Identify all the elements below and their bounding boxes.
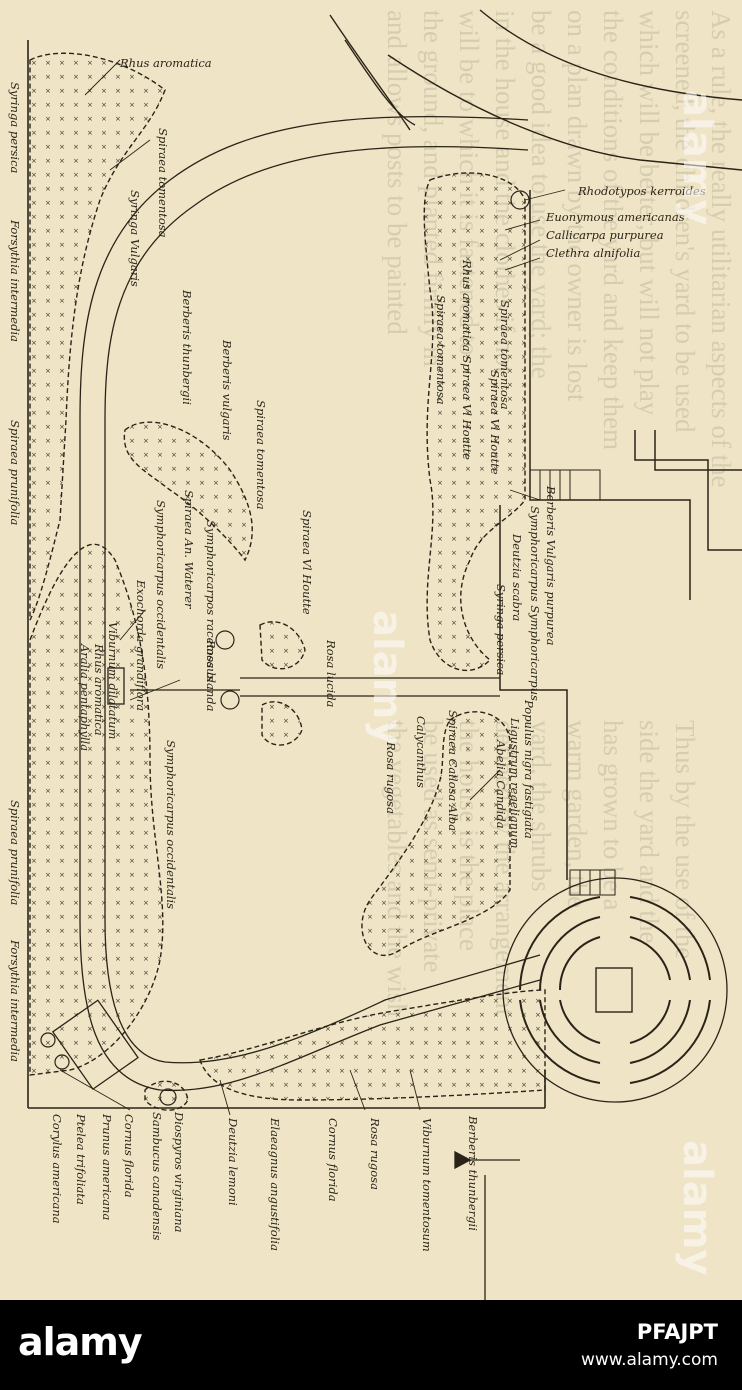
- plan-label: Berberis thunbergii: [180, 290, 194, 405]
- steps: [529, 469, 616, 896]
- plan-label: Spiraea An. Waterer: [182, 490, 196, 609]
- alamy-logo[interactable]: alamy: [18, 1320, 143, 1364]
- image-id: PFAJPT: [636, 1320, 718, 1344]
- north-arrow: [454, 1150, 520, 1300]
- planting-plan-drawing: ×: [27, 9, 742, 1300]
- plan-label: Spiraea tomentosa: [254, 400, 268, 510]
- plan-label: Aralia pentaphylla: [78, 644, 92, 752]
- plan-label: Rosa rugosa: [384, 742, 398, 814]
- plan-label: Symphoricarpus occidentalis: [154, 500, 168, 670]
- plan-label: Rhodotypos kerroides: [578, 184, 706, 198]
- plan-label: Syringa persica: [494, 584, 508, 676]
- plan-label: Abelia Candida: [494, 740, 508, 829]
- plan-label: Spiraea tomentosa: [156, 128, 170, 238]
- plan-label: Diospyros virginiana: [172, 1112, 186, 1233]
- plan-label: Rosa lucida: [324, 640, 338, 708]
- plan-label: Spiraea Callosa Alba: [446, 710, 460, 832]
- specimen-circles: [40, 190, 530, 1106]
- plan-label: Rhus aromatica Spiraea Vl Houtte: [460, 260, 474, 460]
- plan-label: Rosa rugosa: [368, 1118, 382, 1190]
- plan-label: Forsythia intermedia: [8, 220, 22, 343]
- plan-label: Exochorda grandiflora: [134, 580, 148, 712]
- plan-label: Viburnum tomentosum: [420, 1118, 434, 1252]
- plan-label: Symphoricarpus occidentalis: [164, 740, 178, 910]
- plan-label: Syringa Vulgaris: [128, 190, 142, 287]
- plan-label: Rhus aromatica: [92, 644, 106, 736]
- plan-label: Ligustrum regelianum: [508, 718, 522, 849]
- plan-label: Symphoricarpus Symphoricarpus: [528, 506, 542, 701]
- plan-label: Berberis Vulgaris purpurea: [544, 486, 558, 646]
- plan-label: Spiraea prunifolia: [8, 420, 22, 526]
- site-url[interactable]: www.alamy.com: [580, 1350, 718, 1370]
- plan-label: Cornus florida: [326, 1118, 340, 1202]
- plan-label: Populus nigra fastigiata: [522, 700, 536, 839]
- lawn-rectangle: [51, 667, 139, 1091]
- watermark: alamy: [674, 1140, 720, 1276]
- plan-label: Callicarpa purpurea: [546, 228, 664, 242]
- house-outline: [499, 190, 742, 880]
- watermark: alamy: [364, 610, 410, 746]
- plan-label: Clethra alnifolia: [546, 246, 641, 260]
- plan-label: Deutzia lemoni: [226, 1118, 240, 1206]
- plan-label: Sambucus canadensis: [150, 1112, 164, 1241]
- plan-label: Spiraea Vl Houtte: [488, 370, 502, 475]
- plan-label: Ptelea trifoliata: [74, 1114, 88, 1205]
- plan-label: Elaeagnus angustifolia: [268, 1118, 282, 1251]
- watermark: alamy: [674, 90, 720, 226]
- plan-label: Rosa blanda: [204, 640, 218, 712]
- plan-label: Rhus aromatica: [120, 56, 212, 70]
- plan-label: Spiraea prunifolia: [8, 800, 22, 906]
- plan-label: Berberis thunbergii: [466, 1116, 480, 1231]
- plan-label: Viburnum dilatatum: [106, 622, 120, 740]
- scanned-page: As a rule, the really utilitarian aspect…: [0, 0, 742, 1300]
- plan-label: Prunus americana: [100, 1114, 114, 1221]
- street-curves: [329, 9, 742, 171]
- plan-label: Berberis vulgaris: [220, 340, 234, 441]
- plan-label: Corylus americana: [50, 1114, 64, 1224]
- stock-footer-bar: alamy PFAJPT www.alamy.com: [0, 1300, 742, 1390]
- plan-label: Spiraea tomentosa: [434, 295, 448, 405]
- plan-label: Calycanthus: [414, 716, 428, 788]
- plan-label: Forsythia intermedia: [8, 940, 22, 1063]
- plan-label: Spiraea Vl Houtte: [300, 510, 314, 615]
- leader-lines: [59, 59, 566, 1116]
- cross-walk: [130, 677, 500, 697]
- planting-beds: [29, 52, 546, 1111]
- plan-label: Euonymous americanas: [546, 210, 685, 224]
- plan-label: Cornus florida: [122, 1114, 136, 1198]
- plan-label: Syringa persica: [8, 82, 22, 174]
- plan-label: Deutzia scabra: [510, 534, 524, 622]
